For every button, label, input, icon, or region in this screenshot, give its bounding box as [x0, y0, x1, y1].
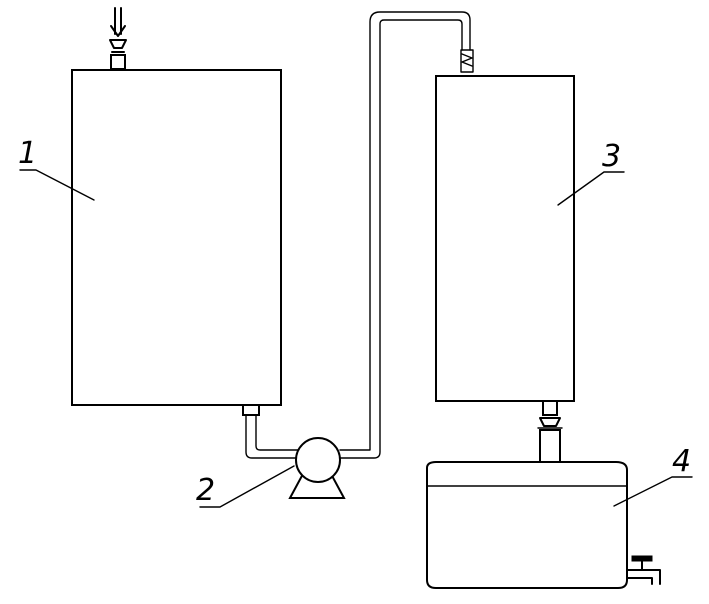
label-1: 1 [18, 136, 37, 171]
tank-1-outlet [242, 404, 260, 416]
tank-3 [435, 75, 575, 402]
faucet-icon [626, 555, 661, 585]
connector-tank3-to-tank4 [537, 400, 563, 469]
leader-line-2 [199, 465, 295, 508]
tank-1 [71, 69, 282, 406]
inlet-arrow-icon [109, 7, 127, 70]
label-2: 2 [196, 473, 215, 508]
pipe-tank1-to-pump [245, 414, 299, 459]
label-4: 4 [672, 444, 691, 479]
tank-4 [426, 461, 628, 589]
pipe-pump-to-tank3 [339, 11, 471, 459]
leader-line-4 [613, 476, 693, 507]
leader-line-3 [557, 171, 625, 206]
pump-2 [288, 437, 346, 499]
label-3: 3 [602, 139, 621, 174]
tank-3-inlet-fitting [460, 49, 474, 73]
leader-line-1 [19, 169, 95, 201]
